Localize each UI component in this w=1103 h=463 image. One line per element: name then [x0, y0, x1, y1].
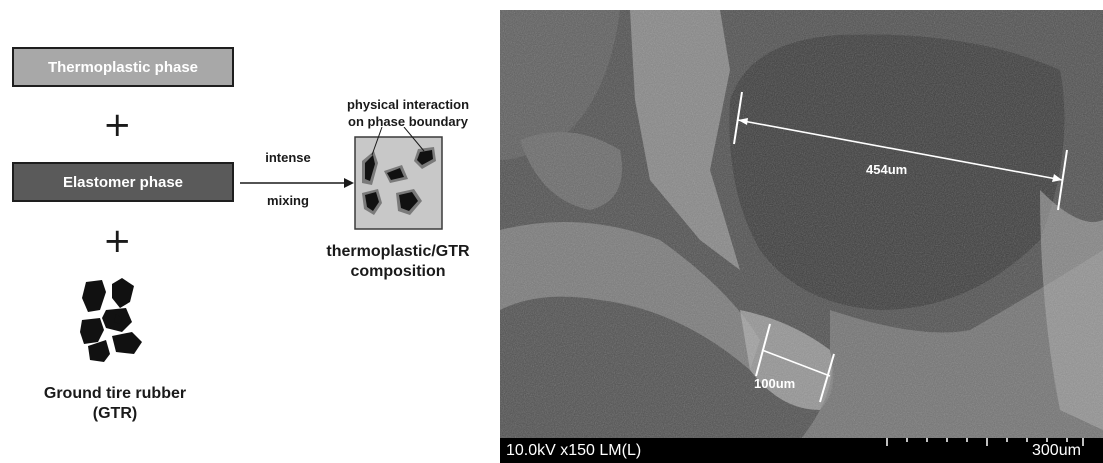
scale-bar-label: 300um: [1032, 442, 1081, 459]
arrow-label-bottom: mixing: [267, 193, 309, 208]
composition-diagram: [354, 127, 443, 230]
gtr-label-line1: Ground tire rubber: [43, 385, 187, 402]
interaction-label: physical interaction on phase boundary: [324, 96, 492, 130]
plus-sign-2: +: [103, 221, 132, 261]
measurement-small-label: 100um: [754, 376, 796, 391]
sem-info-text: 10.0kV x150 LM(L): [506, 442, 642, 459]
interaction-label-line1: physical interaction: [346, 97, 470, 112]
mixing-arrow-icon: [240, 178, 354, 188]
sem-texture: [500, 10, 1103, 463]
composition-label-line2: composition: [350, 263, 446, 280]
scale-bar-ticks: [886, 438, 1084, 446]
elastomer-phase-box: Elastomer phase: [12, 162, 234, 202]
sem-info-bar: 10.0kV x150 LM(L) 300um: [500, 438, 1103, 463]
sem-micrograph: 454um 100um 10.0kV x150 LM(L) 300um: [500, 10, 1103, 463]
composition-label: thermoplastic/GTR composition: [300, 242, 496, 282]
measurement-large-label: 454um: [866, 162, 908, 177]
interaction-label-line2: on phase boundary: [348, 114, 468, 129]
thermoplastic-phase-label: Thermoplastic phase: [47, 58, 199, 76]
plus-sign-1: +: [103, 105, 132, 145]
thermoplastic-phase-box: Thermoplastic phase: [12, 47, 234, 87]
composition-label-line1: thermoplastic/GTR: [326, 243, 470, 260]
elastomer-phase-label: Elastomer phase: [62, 173, 184, 191]
gtr-label: Ground tire rubber (GTR): [0, 384, 230, 424]
gtr-label-line2: (GTR): [92, 405, 138, 422]
gtr-particles-icon: [80, 278, 142, 362]
arrow-label-top: intense: [265, 150, 311, 165]
